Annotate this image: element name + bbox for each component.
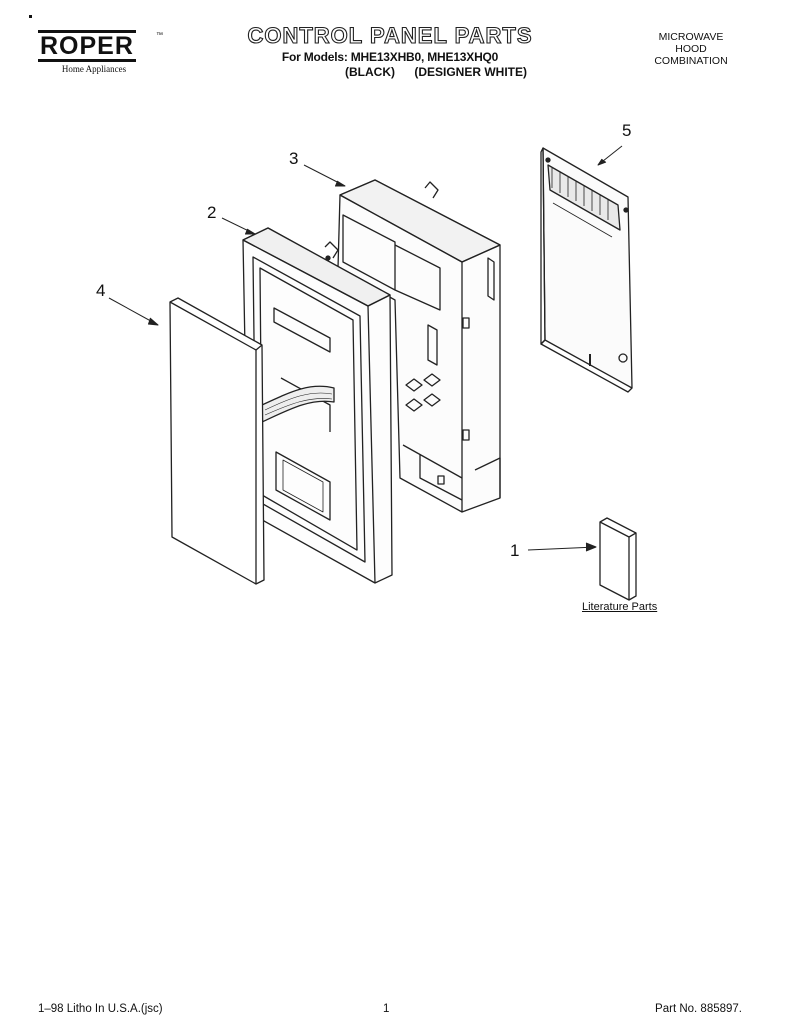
model-list: For Models: MHE13XHB0, MHE13XHQ0 xyxy=(281,50,499,64)
brand-logo: ROPER ™ Home Appliances xyxy=(38,30,163,74)
callout-4: 4 xyxy=(96,281,106,300)
finish-white: (DESIGNER WHITE) xyxy=(414,65,528,79)
finish-black: (BLACK) xyxy=(345,65,395,79)
part-2-panel-frame xyxy=(242,227,393,584)
callout-2: 2 xyxy=(207,203,217,222)
part-3-housing xyxy=(337,179,501,513)
corner-mark xyxy=(29,15,32,18)
leader-arrows xyxy=(108,145,623,552)
part-4-overlay xyxy=(169,297,265,585)
callout-1: 1 xyxy=(510,541,520,560)
product-line-3: COMBINATION xyxy=(654,55,728,67)
header: CONTROL PANEL PARTS For Models: MHE13XHB… xyxy=(225,23,555,79)
brand-trademark: ™ xyxy=(156,32,163,39)
footer-print-info: 1–98 Litho In U.S.A.(jsc) xyxy=(38,1003,163,1015)
finish-list: (BLACK) (DESIGNER WHITE) xyxy=(225,65,555,79)
brand-tagline: Home Appliances xyxy=(61,64,127,74)
product-line-1: MICROWAVE xyxy=(658,31,724,43)
page-title: CONTROL PANEL PARTS xyxy=(247,23,533,48)
callout-5: 5 xyxy=(622,121,632,140)
footer-page-number: 1 xyxy=(383,1003,390,1015)
product-type: MICROWAVE HOOD COMBINATION xyxy=(636,31,746,67)
callout-3: 3 xyxy=(289,149,299,168)
footer-part-number: Part No. 885897. xyxy=(655,1003,742,1015)
part-1-literature xyxy=(599,517,637,601)
part-5-control-board xyxy=(540,147,633,393)
product-line-2: HOOD xyxy=(675,43,707,55)
brand-name: ROPER xyxy=(38,30,136,62)
literature-parts-label: Literature Parts xyxy=(582,601,658,613)
